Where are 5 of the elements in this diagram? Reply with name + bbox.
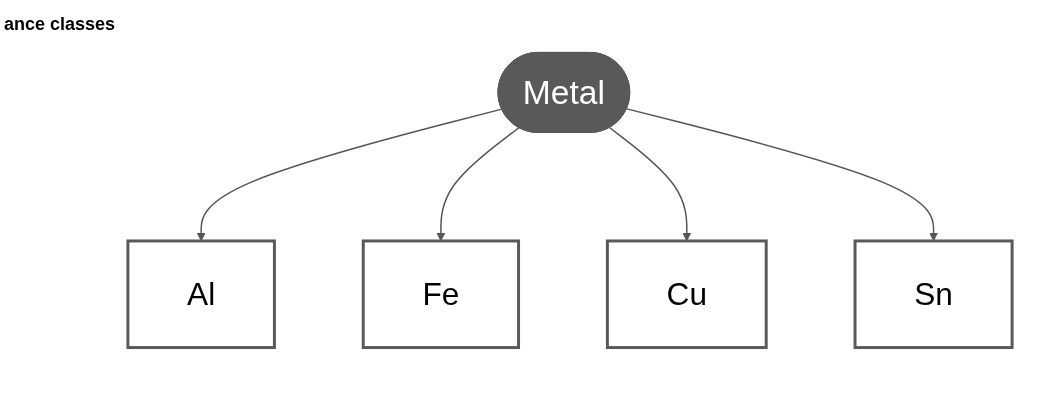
node-box: Fe (361, 239, 521, 350)
node-box: Al (126, 239, 276, 350)
node-box: Sn (853, 239, 1014, 350)
heading: ance classes (4, 14, 116, 35)
node-box: Cu (605, 239, 768, 350)
